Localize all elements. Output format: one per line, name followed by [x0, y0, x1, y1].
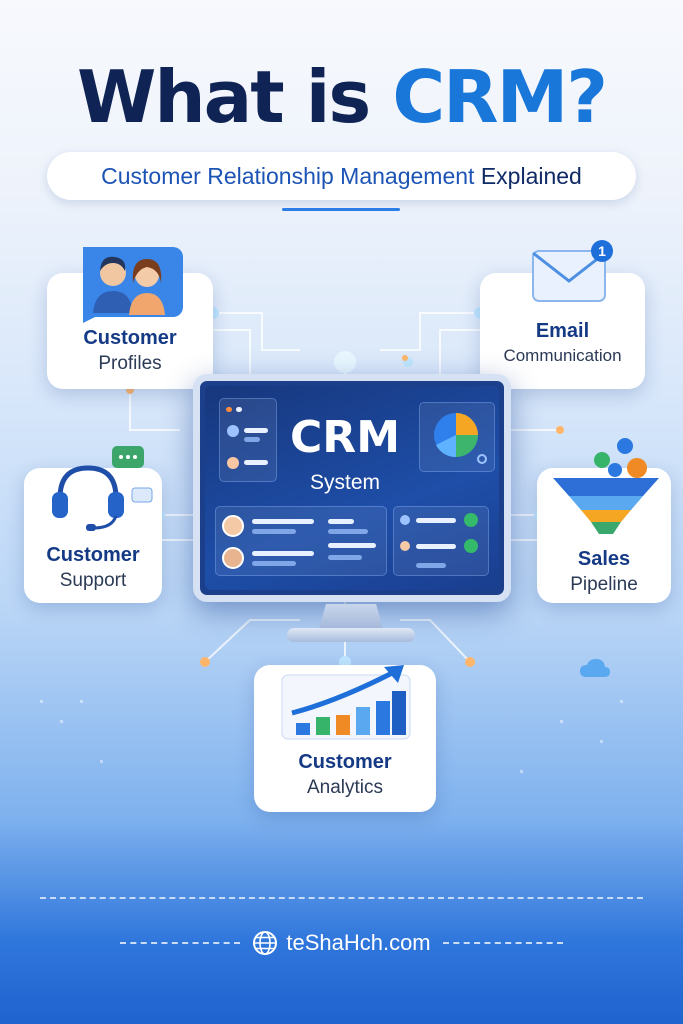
card-title: Customer [46, 544, 140, 566]
pie-chart-panel [419, 402, 495, 472]
subtitle-underline [282, 208, 400, 211]
avatar [222, 547, 244, 569]
card-title: Sales [577, 548, 631, 570]
tasks-panel [393, 506, 489, 576]
card-title: Customer [298, 751, 392, 773]
title-text-part1: What is [76, 55, 393, 139]
check-icon [464, 539, 478, 553]
crm-screen: CRM System [205, 386, 499, 590]
people-icon [83, 247, 183, 323]
card-subtitle: Profiles [98, 353, 162, 374]
contacts-list-panel [215, 506, 387, 576]
user-icon [227, 425, 239, 437]
monitor-stand [318, 604, 384, 632]
crm-monitor: CRM System [193, 374, 511, 602]
avatar [222, 515, 244, 537]
footer: teShaHch.com [0, 928, 683, 958]
monitor-base [287, 628, 415, 642]
user-icon [400, 541, 410, 551]
card-title: Customer [83, 327, 177, 349]
contact-panel [219, 398, 277, 482]
envelope-icon: 1 [532, 240, 613, 302]
title-text-highlight: CRM? [392, 55, 608, 139]
footer-dash-right [442, 942, 563, 944]
user-icon [227, 457, 239, 469]
card-title: Email [535, 320, 590, 342]
card-sales-pipeline: Sales Pipeline [537, 438, 671, 603]
cloud-icon [580, 659, 610, 677]
footer-dash-left [120, 942, 241, 944]
footer-divider [40, 897, 643, 899]
subtitle-pill: Customer Relationship Management Explain… [47, 152, 636, 200]
card-subtitle: Communication [503, 346, 622, 365]
card-customer-support: Customer Support [24, 446, 162, 603]
notification-badge: 1 [598, 243, 606, 259]
card-subtitle: Analytics [306, 777, 384, 798]
page-title: What is CRM? [0, 55, 683, 139]
bar-chart-icon [281, 665, 411, 740]
card-customer-profiles: Customer Profiles [47, 247, 213, 389]
crm-screen-subtitle: System [309, 471, 380, 494]
funnel-icon [553, 438, 659, 534]
subtitle-rest: Explained [474, 163, 582, 189]
check-icon [464, 513, 478, 527]
globe-icon [253, 931, 278, 955]
card-subtitle: Pipeline [570, 574, 638, 595]
card-customer-analytics: Customer Analytics [254, 665, 436, 812]
card-subtitle: Support [59, 570, 127, 591]
subtitle-highlight: Customer Relationship Management [101, 163, 475, 189]
website-link[interactable]: teShaHch.com [286, 930, 431, 955]
crm-screen-title: CRM [290, 412, 400, 463]
card-email-communication: 1 Email Communication [480, 240, 645, 389]
headset-icon [52, 446, 153, 531]
pie-chart-icon [434, 413, 487, 464]
user-icon [400, 515, 410, 525]
